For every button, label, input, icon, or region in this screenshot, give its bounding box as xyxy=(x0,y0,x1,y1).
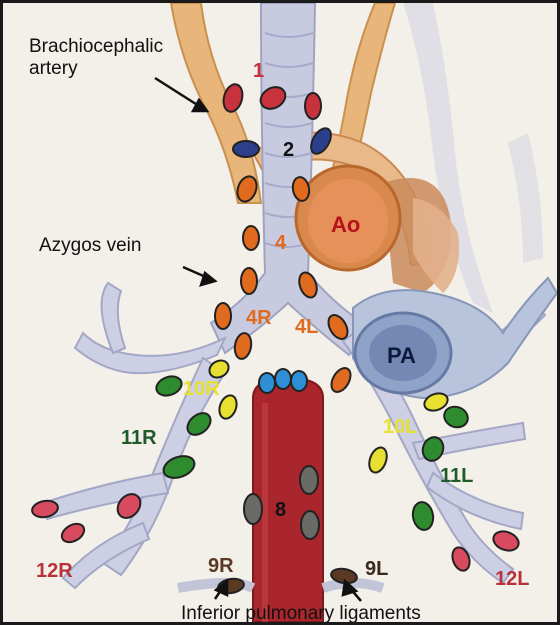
station-7-lymph-node xyxy=(259,373,275,393)
station-12r-label: 12R xyxy=(36,561,73,581)
station-7-lymph-node xyxy=(275,369,291,389)
esophagus xyxy=(253,378,323,622)
station-4-lymph-node xyxy=(241,268,257,294)
station-11l-label: 11L xyxy=(440,466,473,486)
brachiocephalic-label: Brachiocephalic artery xyxy=(29,36,163,80)
station-9r-label: 9R xyxy=(208,556,234,576)
station-1-lymph-node xyxy=(305,93,321,119)
station-8-lymph-node xyxy=(301,511,319,539)
station-10l-label: 10L xyxy=(383,417,417,437)
station-8-lymph-node xyxy=(244,494,262,524)
station-4-lymph-node xyxy=(243,226,259,250)
brachiocephalic-label-line2: artery xyxy=(29,58,163,80)
station-4l-label: 4L xyxy=(295,317,318,337)
station-11r-label: 11R xyxy=(121,428,157,448)
brachiocephalic-label-line1: Brachiocephalic xyxy=(29,36,163,58)
station-9l-label: 9L xyxy=(365,559,388,579)
pulmonary-artery-label: PA xyxy=(387,345,416,367)
azygos-label: Azygos vein xyxy=(39,235,141,257)
station-1-label: 1 xyxy=(253,61,264,81)
aorta-label: Ao xyxy=(331,214,360,236)
station-4-label: 4 xyxy=(275,233,286,253)
station-2-lymph-node xyxy=(233,141,259,157)
station-12l-label: 12L xyxy=(495,569,529,589)
station-4r-label: 4R xyxy=(246,308,272,328)
station-7-lymph-node xyxy=(291,371,307,391)
station-4R-lymph-node xyxy=(215,303,231,329)
anatomy-illustration xyxy=(3,3,557,622)
station-2-label: 2 xyxy=(283,140,294,160)
inferior-ligaments-label: Inferior pulmonary ligaments xyxy=(181,603,421,625)
station-10r-label: 10R xyxy=(183,379,220,399)
station-8-lymph-node xyxy=(300,466,318,494)
station-8-label: 8 xyxy=(275,500,286,520)
